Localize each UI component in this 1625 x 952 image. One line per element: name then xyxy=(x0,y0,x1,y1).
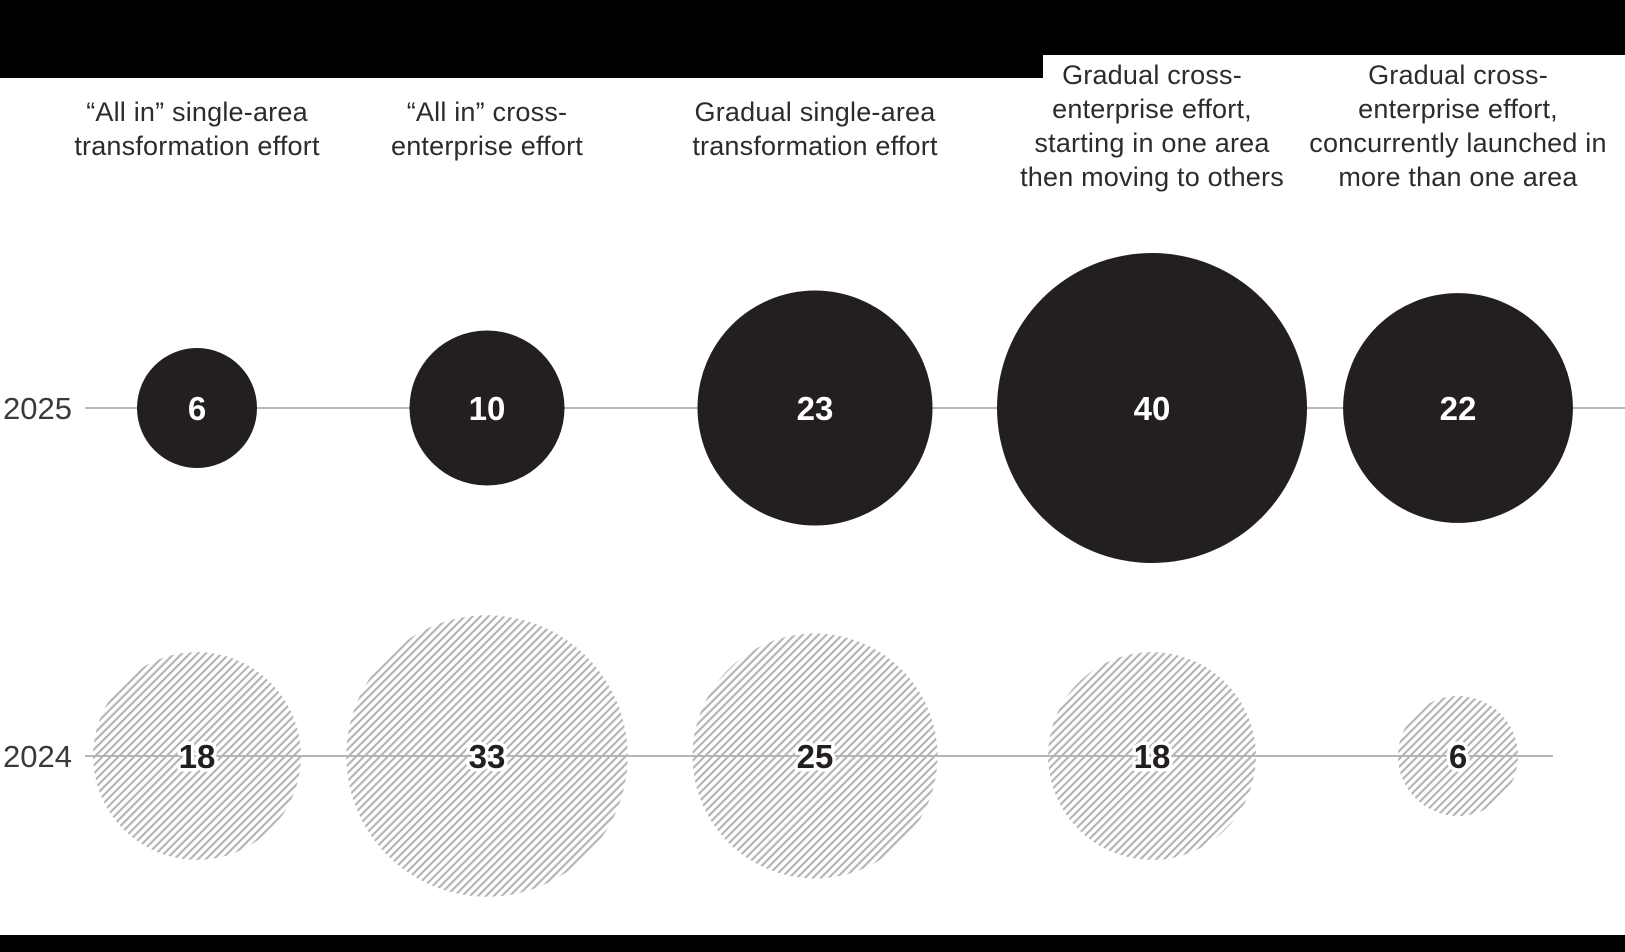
column-header-5: Gradual cross-enterprise effort, concurr… xyxy=(1309,60,1607,192)
bubble-2025-col4 xyxy=(997,253,1307,563)
bubble-value-2024-col4: 18 xyxy=(1134,738,1171,775)
bubble-2025-col2 xyxy=(409,330,565,486)
bubble-value-2025-col1: 6 xyxy=(188,390,206,427)
bubble-2024-col2 xyxy=(346,615,628,897)
bubble-2025-col3 xyxy=(697,290,933,526)
bubble-2025-col1 xyxy=(137,348,257,468)
bubble-value-2025-col3: 23 xyxy=(797,390,834,427)
bubble-value-2024-col2: 33 xyxy=(469,738,506,775)
bubble-value-2025-col4: 40 xyxy=(1134,390,1171,427)
bubble-2024-col3 xyxy=(692,633,938,879)
chart-panel-top-right xyxy=(1043,55,1625,79)
bubble-2024-col1 xyxy=(93,652,301,860)
row-label-2024: 2024 xyxy=(3,739,72,774)
column-header-3: Gradual single-area transformation effor… xyxy=(692,97,938,161)
column-header-1: “All in” single-area transformation effo… xyxy=(74,97,320,161)
bubble-value-2025-col2: 10 xyxy=(469,390,506,427)
bubble-value-2025-col5: 22 xyxy=(1440,390,1477,427)
column-header-4: Gradual cross-enterprise effort, startin… xyxy=(1020,60,1284,192)
bubble-2024-col5 xyxy=(1398,696,1518,816)
bubble-value-2024-col3: 25 xyxy=(797,738,834,775)
bubble-2025-col5 xyxy=(1343,293,1573,523)
row-label-2025: 2025 xyxy=(3,391,72,426)
bubble-2024-col4 xyxy=(1048,652,1256,860)
column-header-2: “All in” cross-enterprise effort xyxy=(390,97,583,161)
bubble-value-2024-col5: 6 xyxy=(1449,738,1467,775)
bubble-value-2024-col1: 18 xyxy=(179,738,216,775)
